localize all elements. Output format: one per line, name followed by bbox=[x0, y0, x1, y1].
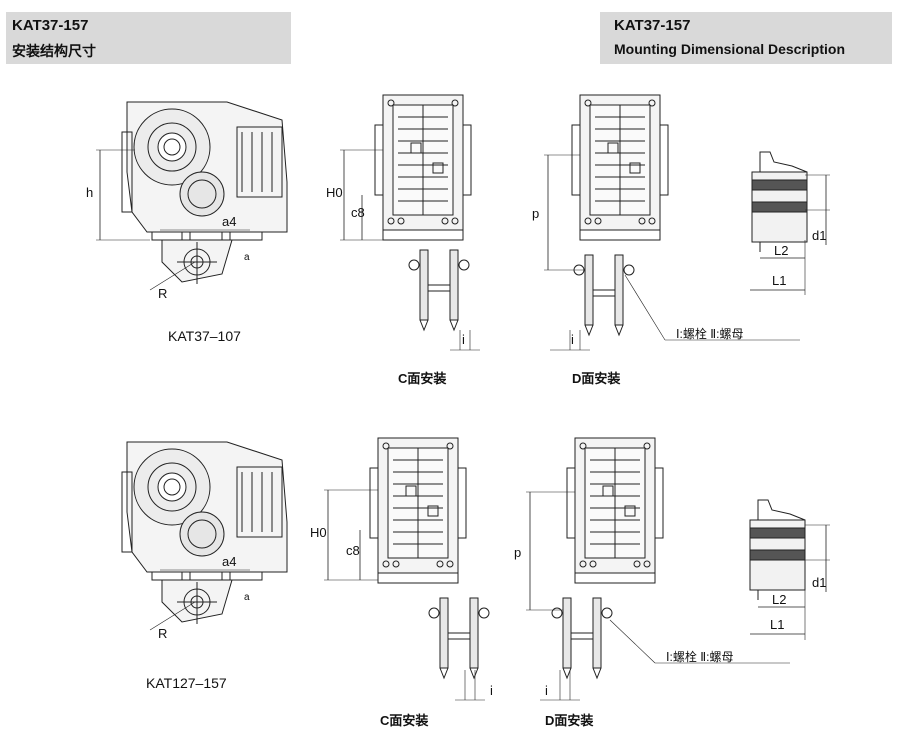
header-left-subtitle: 安装结构尺寸 bbox=[12, 43, 96, 59]
side-view-1 bbox=[121, 101, 288, 285]
dim-a4-2: a4 bbox=[222, 554, 237, 569]
front-view-c-1 bbox=[374, 94, 472, 241]
dim-i-1c: i bbox=[462, 332, 465, 347]
header-right-subtitle: Mounting Dimensional Description bbox=[614, 41, 846, 57]
dim-i-1d: i bbox=[571, 332, 574, 347]
front-view-d-1 bbox=[571, 94, 669, 241]
bracket-c-1 bbox=[408, 249, 470, 331]
shaft-view-1 bbox=[751, 151, 808, 253]
dim-R-2: R bbox=[158, 626, 168, 641]
dim-H0-1: H0 bbox=[326, 185, 343, 200]
dim-i-2d: i bbox=[545, 683, 548, 698]
dim-a-1: a bbox=[244, 252, 250, 263]
bracket-d-1 bbox=[573, 254, 635, 336]
c-mount-label-1: C面安装 bbox=[398, 371, 447, 386]
bolt-note-1: Ⅰ:螺栓 Ⅱ:螺母 bbox=[676, 327, 744, 341]
dim-a-2: a bbox=[244, 592, 250, 603]
dim-d1-2: d1 bbox=[812, 575, 827, 590]
bolt-note-2: Ⅰ:螺栓 Ⅱ:螺母 bbox=[666, 650, 734, 664]
dim-R-1: R bbox=[158, 286, 168, 301]
header-right: KAT37-157 Mounting Dimensional Descripti… bbox=[600, 12, 892, 64]
header-right-code: KAT37-157 bbox=[614, 17, 691, 34]
side-view-2 bbox=[121, 441, 288, 625]
dim-c8-1: c8 bbox=[351, 205, 365, 220]
d-mount-label-1: D面安装 bbox=[572, 371, 621, 386]
dim-h: h bbox=[86, 185, 94, 200]
front-view-d-2 bbox=[566, 437, 664, 584]
dim-L1-2: L1 bbox=[770, 617, 785, 632]
dim-H0-2: H0 bbox=[310, 525, 327, 540]
model-label-1: KAT37–107 bbox=[168, 328, 241, 344]
dim-L1-1: L1 bbox=[772, 273, 787, 288]
front-view-c-2 bbox=[369, 437, 467, 584]
dim-d1-1: d1 bbox=[812, 228, 827, 243]
dim-L2-1: L2 bbox=[774, 243, 789, 258]
header-left: KAT37-157 安装结构尺寸 bbox=[6, 12, 291, 64]
dim-i-2c: i bbox=[490, 683, 493, 698]
header-left-code: KAT37-157 bbox=[12, 17, 89, 34]
d-mount-label-2: D面安装 bbox=[545, 713, 594, 728]
model-label-2: KAT127–157 bbox=[146, 675, 227, 691]
dim-a4-1: a4 bbox=[222, 214, 237, 229]
dim-L2-2: L2 bbox=[772, 592, 787, 607]
dim-p-2: p bbox=[514, 545, 522, 560]
dim-p-1: p bbox=[532, 206, 540, 221]
dim-c8-2: c8 bbox=[346, 543, 360, 558]
bracket-c-2 bbox=[428, 597, 490, 679]
shaft-view-2 bbox=[749, 499, 806, 601]
c-mount-label-2: C面安装 bbox=[380, 713, 429, 728]
